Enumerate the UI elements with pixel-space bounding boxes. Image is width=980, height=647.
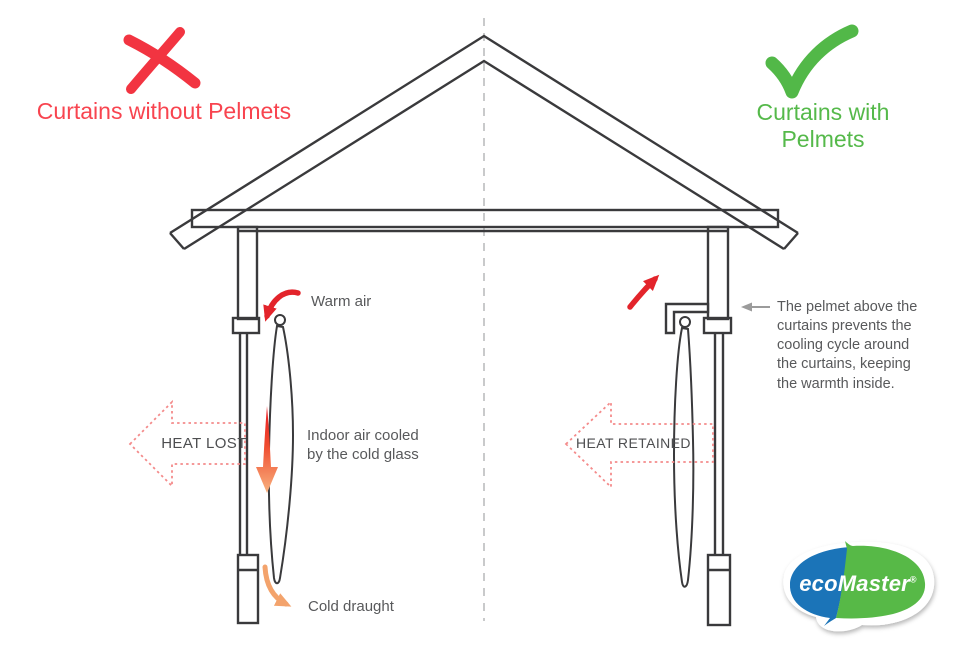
right-curtain-rod	[679, 316, 691, 328]
right-window	[706, 333, 732, 627]
left-panel-title: Curtains without Pelmets	[36, 98, 292, 124]
left-window	[236, 333, 260, 625]
left-curtain-rod	[274, 314, 286, 326]
left-curtain	[267, 324, 295, 585]
house-structure	[169, 34, 799, 627]
left-wall	[231, 225, 261, 335]
heat-retained-label: HEAT RETAINED	[576, 435, 691, 451]
logo-green-half	[836, 541, 926, 619]
heat-lost-label: HEAT LOST	[161, 435, 247, 452]
ecomaster-logo-text: ecoMaster®	[790, 571, 926, 597]
heat-lost-arrow	[128, 399, 246, 489]
logo-blue-half	[789, 547, 851, 626]
right-curtain	[672, 326, 695, 588]
curtains	[267, 314, 695, 588]
logo-text-master: Master	[837, 571, 910, 596]
logo-registered-mark: ®	[909, 574, 917, 585]
right-wall	[702, 225, 733, 335]
ecomaster-logo	[783, 541, 935, 632]
cold-draught-label: Cold draught	[308, 598, 394, 615]
indoor-air-label: Indoor air cooled by the cold glass	[307, 427, 419, 463]
logo-text-eco: eco	[799, 571, 838, 596]
x-icon	[123, 27, 201, 94]
check-icon	[765, 24, 859, 99]
pelmet-note: The pelmet above the curtains prevents t…	[777, 299, 918, 392]
warm-air-label: Warm air	[311, 293, 372, 310]
right-panel-title: Curtains with Pelmets	[756, 99, 890, 152]
blocked-air-up-arrow	[627, 274, 660, 310]
cold-draught-arrow	[262, 564, 292, 607]
roof-rafters	[169, 34, 799, 251]
cooling-air-arrow	[256, 406, 278, 493]
ceiling-beam	[190, 208, 780, 233]
warm-air-down-arrow	[263, 289, 301, 322]
pelmet	[664, 302, 710, 335]
